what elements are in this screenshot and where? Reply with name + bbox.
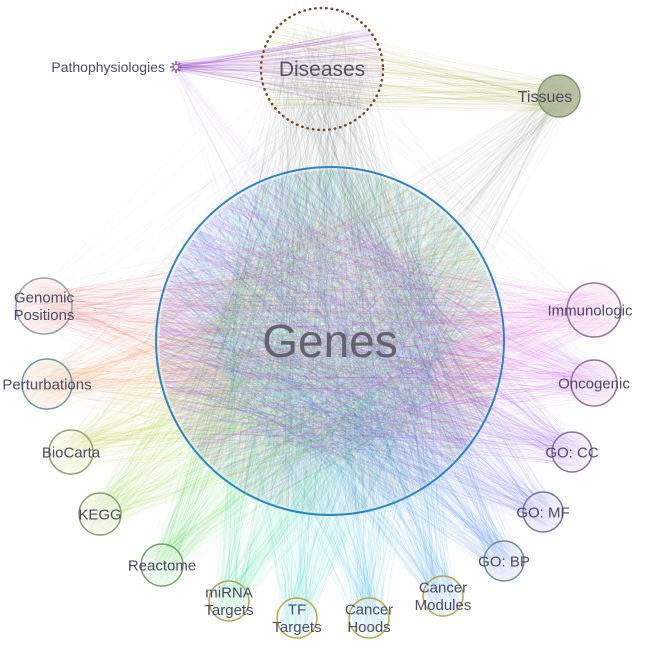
diseases-label: Diseases [279, 58, 365, 81]
reactome-label: Reactome [128, 557, 196, 574]
biocarta-label: BioCarta [42, 444, 101, 461]
go_bp-label: GO: BP [478, 553, 530, 570]
kegg-label: KEGG [78, 506, 121, 523]
go_mf-label: GO: MF [516, 504, 569, 521]
pathophysiologies-node[interactable] [170, 61, 182, 73]
pathophysiologies-label: Pathophysiologies [51, 59, 165, 75]
go_cc-label: GO: CC [545, 444, 599, 461]
perturbations-label: Perturbations [2, 376, 91, 393]
immunologic-label: Immunologic [547, 302, 633, 319]
tissues-label: Tissues [518, 89, 573, 106]
genes-label: Genes [262, 315, 398, 367]
oncogenic-label: Oncogenic [558, 375, 630, 392]
